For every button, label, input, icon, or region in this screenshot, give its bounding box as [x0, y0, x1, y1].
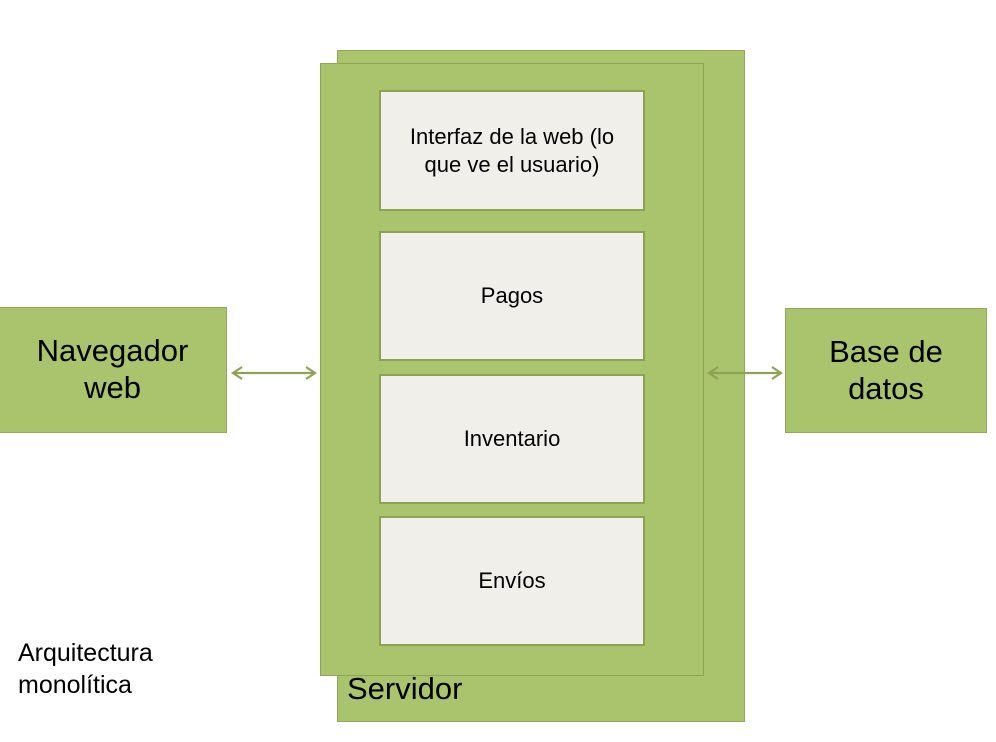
module-box-interfaz-web: Interfaz de la web (lo que ve el usuario… — [379, 90, 645, 211]
module-box-pagos: Pagos — [379, 231, 645, 361]
server-label: Servidor — [347, 671, 463, 706]
module-box-envios: Envíos — [379, 516, 645, 646]
navegador-web-line-2: web — [84, 370, 141, 405]
navegador-web-line-1: Navegador — [36, 333, 189, 369]
double-arrow-server-database-icon — [707, 366, 783, 380]
base-de-datos-line-1: Base de — [829, 333, 943, 369]
base-de-datos-line-2: datos — [848, 370, 924, 406]
module-box-inventario: Inventario — [379, 374, 645, 504]
architecture-caption: Arquitectura monolítica — [18, 639, 153, 699]
double-arrow-browser-server-icon — [231, 366, 317, 380]
